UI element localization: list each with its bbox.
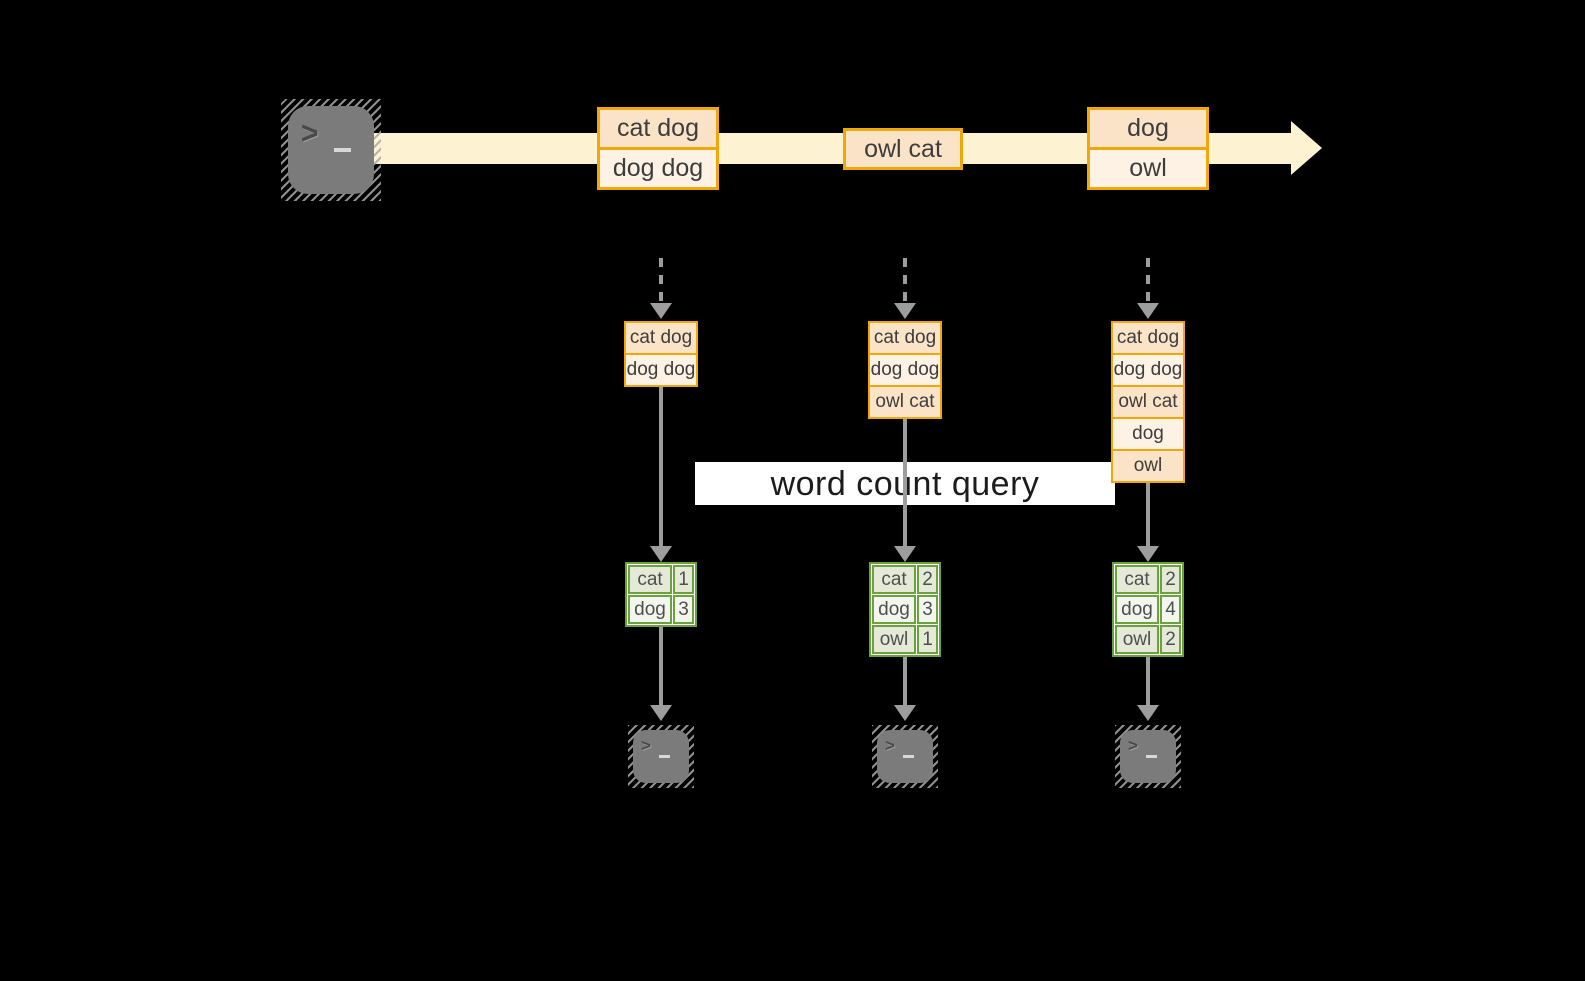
- event-line: cat dog: [600, 110, 716, 147]
- sink-terminal-icon-2: >: [872, 725, 938, 788]
- prompt-underscore-icon: [659, 755, 670, 758]
- sink-terminal-icon-3: >: [1115, 725, 1181, 788]
- query-arrow-shaft: [659, 387, 663, 546]
- buffer-line: dog dog: [626, 355, 696, 385]
- sink-arrowhead-icon: [1137, 705, 1159, 721]
- count-word: cat: [628, 565, 672, 594]
- prompt-chevron-icon: >: [301, 116, 319, 151]
- prompt-underscore-icon: [1146, 755, 1157, 758]
- event-line: dog: [1090, 110, 1206, 147]
- count-table-3: cat 2 dog 4 owl 2: [1112, 562, 1184, 657]
- terminal-icon: >: [877, 730, 933, 783]
- sink-arrowhead-icon: [894, 705, 916, 721]
- terminal-icon: >: [288, 106, 374, 194]
- count-word: dog: [1115, 595, 1159, 624]
- dashed-arrow-shaft: [903, 258, 907, 304]
- sink-arrow-shaft: [659, 625, 663, 705]
- query-arrow-shaft: [1146, 483, 1150, 546]
- event-line: owl: [1090, 150, 1206, 187]
- dashed-arrowhead-icon: [1137, 303, 1159, 319]
- query-arrowhead-icon: [1137, 546, 1159, 562]
- buffer-line: owl cat: [1113, 387, 1183, 417]
- stream-event-box-1: cat dog dog dog: [597, 107, 719, 190]
- sink-terminal-icon-1: >: [628, 725, 694, 788]
- count-value: 4: [1160, 595, 1181, 624]
- sink-arrowhead-icon: [650, 705, 672, 721]
- query-arrowhead-icon: [650, 546, 672, 562]
- source-terminal-icon: >: [281, 99, 381, 201]
- buffer-stack-1: cat dog dog dog: [624, 321, 698, 387]
- dashed-arrow-shaft: [659, 258, 663, 304]
- buffer-line: owl cat: [870, 387, 940, 417]
- count-word: cat: [872, 565, 916, 594]
- count-value: 1: [917, 625, 938, 654]
- count-table-1: cat 1 dog 3: [625, 562, 697, 627]
- prompt-chevron-icon: >: [885, 736, 895, 755]
- buffer-stack-3: cat dog dog dog owl cat dog owl: [1111, 321, 1185, 483]
- terminal-icon: >: [1120, 730, 1176, 783]
- buffer-line: cat dog: [626, 323, 696, 353]
- stream-event-box-2: owl cat: [843, 128, 963, 170]
- count-table-2: cat 2 dog 3 owl 1: [869, 562, 941, 657]
- count-value: 2: [1160, 565, 1181, 594]
- count-word: dog: [872, 595, 916, 624]
- count-value: 2: [917, 565, 938, 594]
- prompt-underscore-icon: [903, 755, 914, 758]
- count-value: 2: [1160, 625, 1181, 654]
- buffer-line: dog dog: [1113, 355, 1183, 385]
- count-word: cat: [1115, 565, 1159, 594]
- query-arrowhead-icon: [894, 546, 916, 562]
- event-line: dog dog: [600, 150, 716, 187]
- buffer-line: cat dog: [870, 323, 940, 353]
- dashed-arrowhead-icon: [650, 303, 672, 319]
- buffer-stack-2: cat dog dog dog owl cat: [868, 321, 942, 419]
- buffer-line: owl: [1113, 451, 1183, 481]
- count-word: dog: [628, 595, 672, 624]
- sink-arrow-shaft: [903, 656, 907, 705]
- query-arrow-shaft: [903, 419, 907, 546]
- stream-event-box-3: dog owl: [1087, 107, 1209, 190]
- stream-arrowhead-icon: [1291, 121, 1322, 175]
- prompt-underscore-icon: [334, 148, 351, 152]
- count-word: owl: [1115, 625, 1159, 654]
- sink-arrow-shaft: [1146, 656, 1150, 705]
- count-value: 3: [673, 595, 694, 624]
- buffer-line: dog dog: [870, 355, 940, 385]
- prompt-chevron-icon: >: [641, 736, 651, 755]
- count-value: 3: [917, 595, 938, 624]
- prompt-chevron-icon: >: [1128, 736, 1138, 755]
- terminal-icon: >: [633, 730, 689, 783]
- count-word: owl: [872, 625, 916, 654]
- dashed-arrowhead-icon: [894, 303, 916, 319]
- dashed-arrow-shaft: [1146, 258, 1150, 304]
- buffer-line: dog: [1113, 419, 1183, 449]
- event-line: owl cat: [846, 131, 960, 167]
- count-value: 1: [673, 565, 694, 594]
- buffer-line: cat dog: [1113, 323, 1183, 353]
